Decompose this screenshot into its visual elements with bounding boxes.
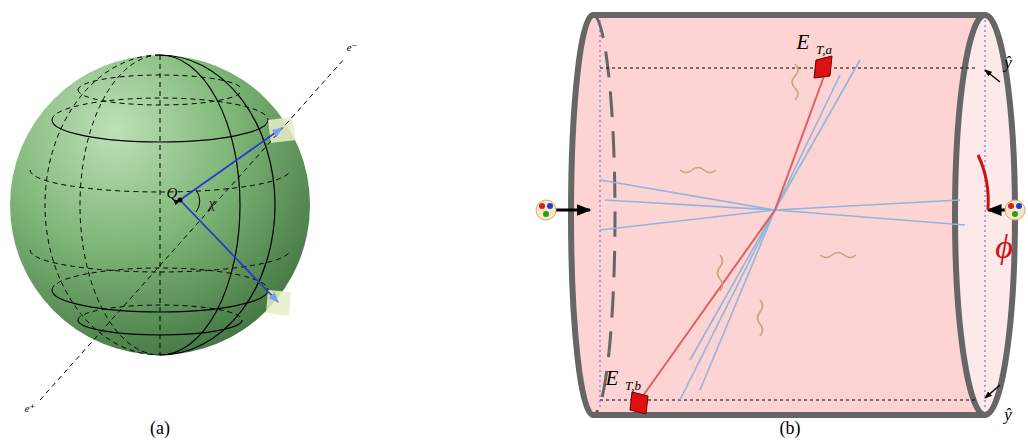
angle-label: χ (209, 196, 216, 211)
sphere (10, 55, 345, 400)
detector-cylinder (536, 15, 1025, 415)
beam-label: e⁺ (25, 403, 36, 414)
axis-label: ŷ (1004, 406, 1012, 423)
axis-label: ŷ (1004, 54, 1012, 71)
beam-label: e⁻ (347, 42, 358, 53)
energy-label: E (606, 368, 619, 389)
energy-label: E (797, 32, 810, 53)
panel-caption: (b) (780, 419, 801, 437)
energy-subscript: T,b (625, 379, 641, 392)
energy-subscript: T,a (816, 43, 832, 56)
point-label: Q (167, 186, 178, 201)
angle-label: ϕ (995, 230, 1013, 264)
panel-caption: (a) (150, 419, 170, 437)
